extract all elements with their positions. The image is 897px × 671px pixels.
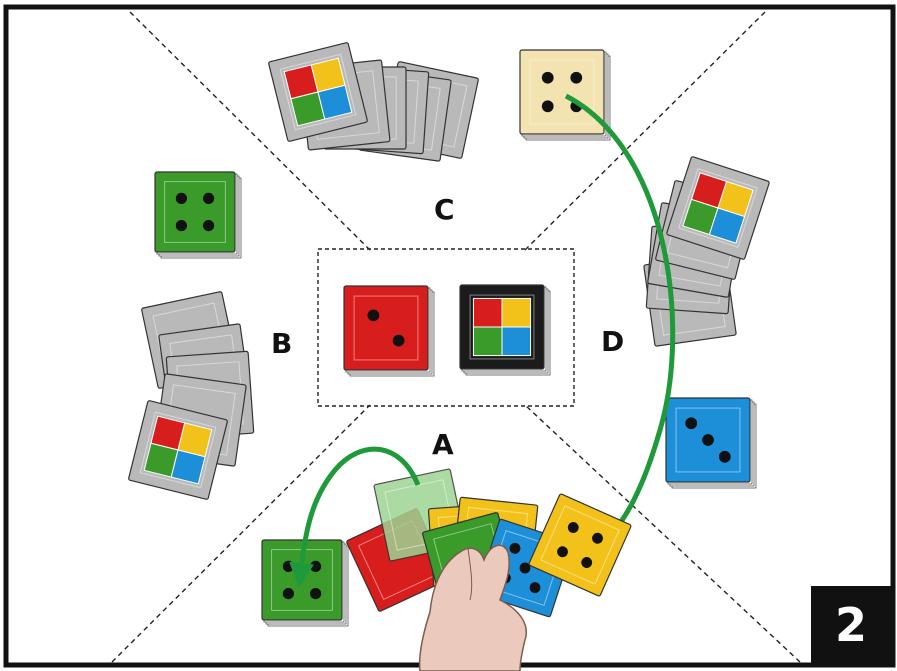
player-label-b: B	[271, 327, 292, 360]
player-label-a: A	[432, 428, 454, 461]
pip	[176, 220, 187, 231]
player-b-green-card-4	[155, 172, 241, 258]
pip	[542, 72, 554, 84]
pip	[368, 310, 380, 322]
step-number-badge: 2	[811, 586, 891, 664]
pip	[542, 100, 554, 112]
pip	[283, 561, 294, 572]
player-label-c: C	[434, 193, 455, 226]
pip	[719, 451, 731, 463]
pip	[310, 588, 321, 599]
center-face-down-pile	[460, 285, 550, 375]
pip	[393, 335, 405, 347]
player-c-cream-card-4	[520, 50, 610, 140]
pip	[283, 588, 294, 599]
pip	[570, 72, 582, 84]
pip	[203, 193, 214, 204]
pip	[203, 220, 214, 231]
player-label-d: D	[601, 325, 624, 358]
pip	[685, 417, 697, 429]
pip	[176, 193, 187, 204]
player-d-blue-card-3	[666, 398, 756, 488]
pip	[702, 434, 714, 446]
pip	[310, 561, 321, 572]
center-red-card-2	[344, 286, 434, 376]
